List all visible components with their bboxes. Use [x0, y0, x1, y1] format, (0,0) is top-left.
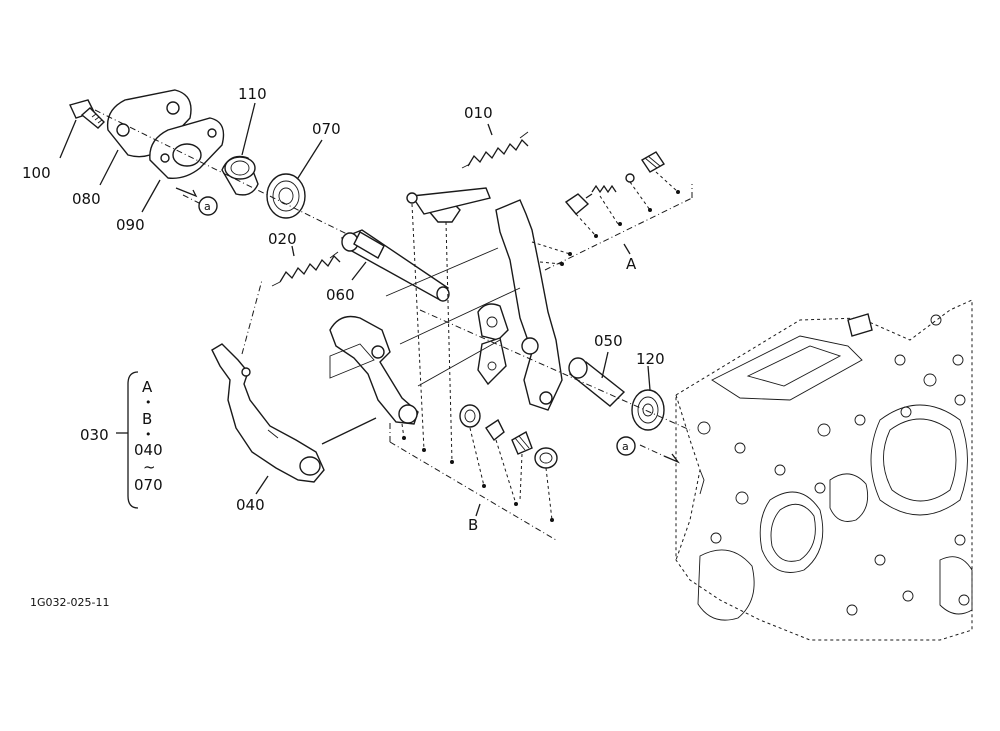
bearing-070 [266, 139, 323, 219]
part-labels: 100 080 090 110 070 010 020 060 050 120 … [22, 85, 665, 514]
gasket-090 [141, 117, 225, 213]
label-050: 050 [594, 332, 623, 350]
label-010: 010 [464, 104, 493, 122]
lever-plate [477, 199, 563, 411]
group-030-line5: 040 [134, 441, 163, 459]
connector-dots [531, 241, 572, 266]
group-030-line7: 070 [134, 476, 163, 494]
callout-a-top-text: a [204, 200, 211, 213]
label-030: 030 [80, 426, 109, 444]
callout-a-right-arrow [639, 444, 665, 457]
label-100: 100 [22, 164, 51, 182]
group-030-line1: A [142, 378, 153, 396]
group-030-line4: • [145, 428, 152, 441]
label-040: 040 [236, 496, 265, 514]
spring-020 [271, 245, 341, 287]
spring-010 [461, 123, 529, 169]
group-label-b: B [468, 516, 478, 534]
detent-group-a [544, 151, 693, 271]
linkage-lines [241, 247, 521, 387]
label-080: 080 [72, 190, 101, 208]
label-120: 120 [636, 350, 665, 368]
pedal-arm-040 [211, 343, 377, 495]
callout-a-right-text: a [622, 440, 629, 453]
group-030-line6: ~ [143, 458, 156, 476]
group-030-bracket: A • B • 040 ~ 070 [116, 371, 163, 509]
arm-lever [329, 315, 419, 425]
figure-code: 1G032-025-11 [30, 596, 109, 609]
label-020: 020 [268, 230, 297, 248]
plate-080 [99, 89, 192, 186]
sleeve-050 [568, 351, 626, 407]
label-070: 070 [312, 120, 341, 138]
axis-line-lower [419, 309, 691, 431]
label-090: 090 [116, 216, 145, 234]
bearing-120 [631, 365, 665, 431]
group-030-line2: • [145, 396, 152, 409]
detent-group-b [389, 404, 558, 541]
callout-a-top: a [198, 196, 218, 216]
callout-a-right-arrowhead [663, 453, 680, 464]
label-060: 060 [326, 286, 355, 304]
group-label-a: A [626, 255, 637, 273]
lever-upper [406, 187, 491, 463]
label-110: 110 [238, 85, 267, 103]
bolt-100 [59, 99, 105, 159]
axis-line-upper [94, 109, 356, 239]
group-030-line3: B [142, 410, 152, 428]
callout-a-right: a [616, 436, 636, 456]
shaft-060 [340, 229, 450, 302]
engine-block [675, 299, 973, 641]
